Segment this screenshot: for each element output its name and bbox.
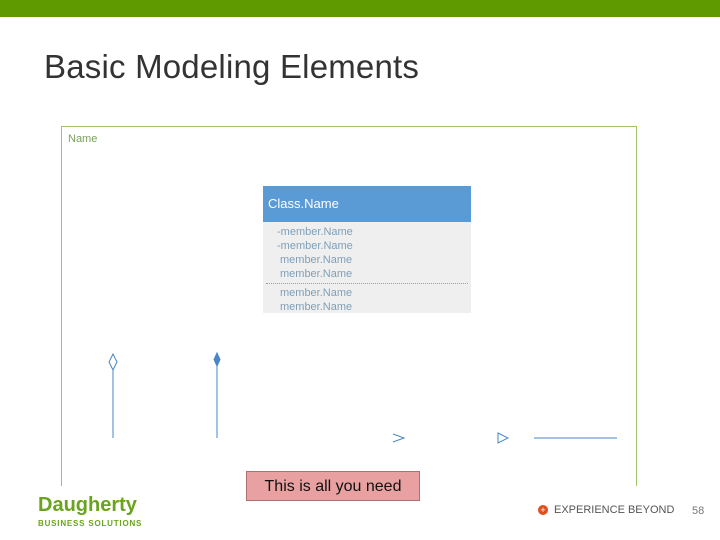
top-accent-bar: [0, 0, 720, 17]
tagline: + EXPERIENCE BEYOND: [538, 504, 674, 516]
plus-icon: +: [538, 505, 548, 515]
logo-wordmark: Daugherty: [38, 494, 137, 516]
hollow-diamond-icon: [108, 352, 118, 372]
tagline-text: EXPERIENCE BEYOND: [554, 504, 675, 516]
company-logo: Daugherty BUSINESS SOLUTIONS: [38, 494, 142, 528]
callout-note: This is all you need: [246, 471, 420, 501]
page-number: 58: [692, 505, 705, 517]
attribute-item: -member.Name: [277, 240, 353, 252]
filled-diamond-icon: [213, 351, 221, 368]
class-name-header: Class.Name: [263, 186, 471, 222]
attribute-item: member.Name: [280, 254, 353, 266]
operation-item: member.Name: [280, 301, 353, 313]
diagram-frame: Name: [61, 126, 637, 486]
logo-subtitle: BUSINESS SOLUTIONS: [38, 519, 143, 528]
aggregation-connector: [108, 352, 118, 438]
attribute-item: -member.Name: [277, 226, 353, 238]
class-operations: member.Name member.Name: [266, 283, 468, 314]
uml-class-box: Class.Name -member.Name -member.Name mem…: [263, 186, 471, 313]
slide-title: Basic Modeling Elements: [44, 48, 420, 85]
attribute-item: member.Name: [280, 268, 353, 280]
class-attributes: -member.Name -member.Name member.Name me…: [263, 222, 471, 281]
open-arrow-icon: [392, 433, 406, 443]
frame-name-label: Name: [68, 133, 98, 145]
composition-connector: [213, 351, 221, 438]
operation-item: member.Name: [280, 287, 353, 299]
hollow-triangle-arrow-icon: [497, 432, 510, 444]
